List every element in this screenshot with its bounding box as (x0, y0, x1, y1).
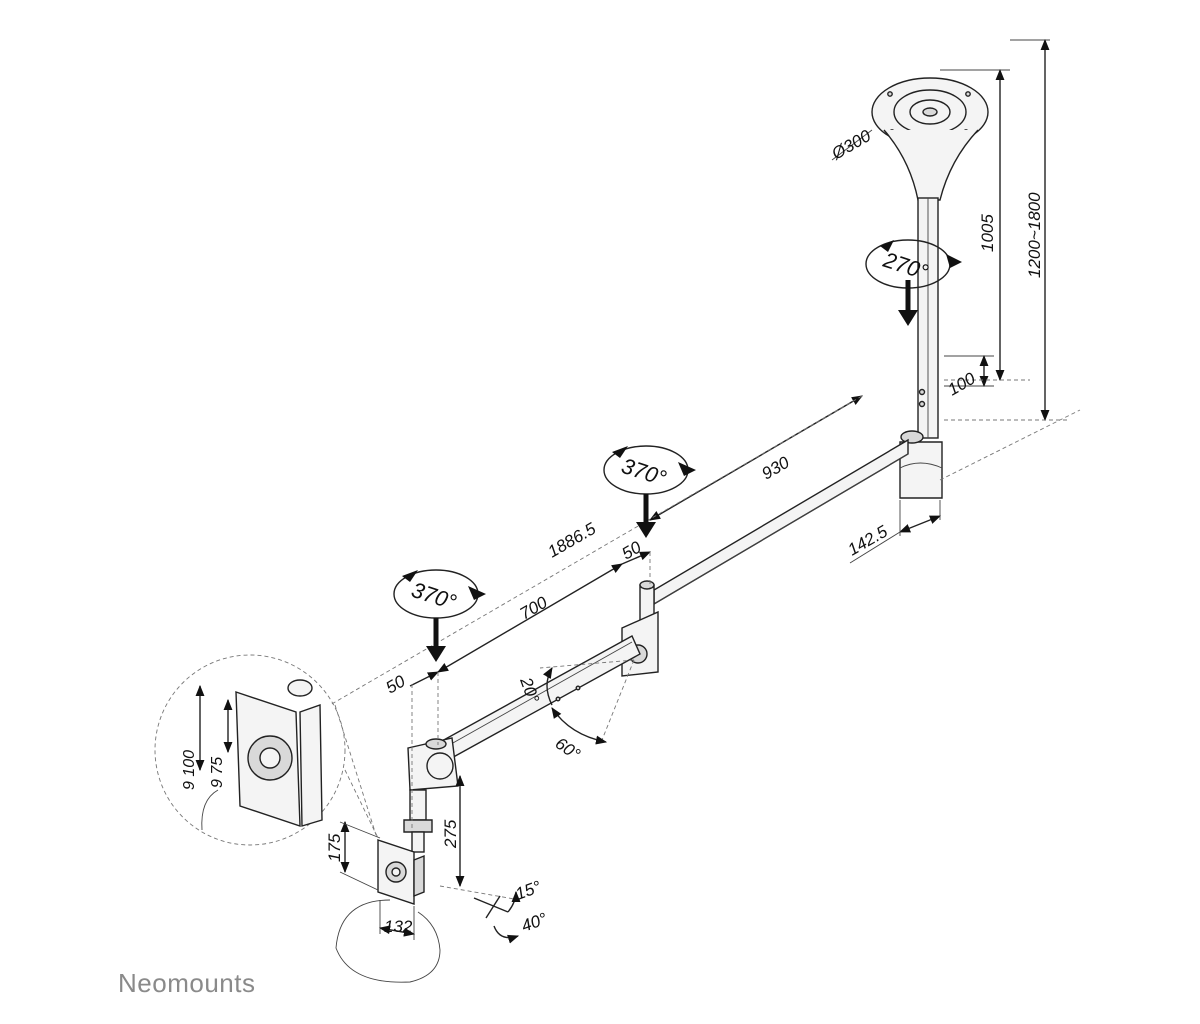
label-offset-upper: 50 (619, 537, 645, 563)
rotation-lower-icon (393, 569, 486, 662)
label-arm-upper: 930 (759, 453, 794, 484)
vesa-head (335, 839, 441, 983)
label-head-tilt: 15° (513, 877, 544, 904)
pole-clamp (899, 430, 943, 499)
ceiling-plate (871, 77, 989, 201)
label-pole-length: 1005 (978, 214, 997, 252)
label-height-adjust: 100 (945, 369, 980, 400)
rotation-middle-icon (603, 445, 696, 538)
tilt-indicator (539, 659, 635, 745)
label-rotation-lower: 370° (408, 577, 459, 615)
label-head-width: 132 (384, 917, 413, 936)
label-tilt-down: 60° (552, 734, 584, 764)
label-arm-lower: 700 (517, 593, 552, 624)
label-total-height: 1200~1800 (1025, 192, 1044, 278)
label-offset-lower: 50 (383, 671, 409, 697)
rotation-ceiling-icon (865, 239, 962, 326)
lower-joint (403, 737, 459, 853)
head-angle-indicator (473, 890, 521, 944)
label-clamp-depth: 142.5 (845, 521, 892, 559)
label-plate-diameter: Ø300 (828, 126, 875, 164)
label-rotation-middle: 370° (618, 453, 669, 491)
label-head-height: 175 (325, 833, 344, 862)
label-total-reach: 1886.5 (545, 519, 600, 562)
label-detail-height-b: 9 75 (209, 757, 226, 788)
label-head-swivel: 40° (519, 909, 550, 936)
label-detail-height-a: 9 100 (181, 750, 198, 790)
label-drop-height: 275 (441, 819, 460, 849)
dimension-lines (195, 38, 1081, 940)
detail-magnifier (154, 654, 379, 846)
brand-logo: Neomounts (118, 968, 256, 998)
vertical-pole (917, 197, 939, 439)
